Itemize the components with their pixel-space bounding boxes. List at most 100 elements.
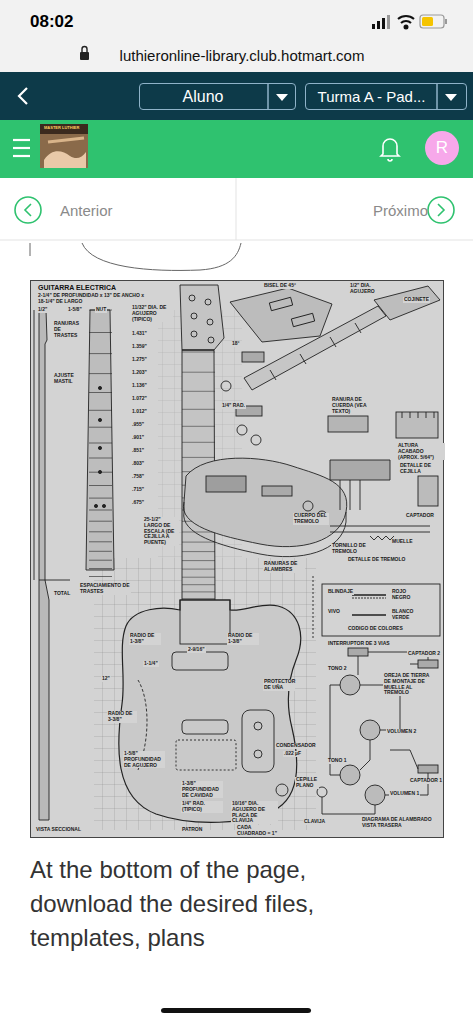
fretboard-exploded [244,286,440,390]
dimension-label: .803" [131,461,145,467]
ui-text: Turma A - Pad... [318,88,426,105]
dimension-label: 1.072" [131,396,148,402]
fret-line [182,532,215,533]
avatar: R [425,131,459,165]
fret-line [89,392,112,393]
fret-line [182,426,215,427]
ui-text: Aluno [183,88,224,106]
nut-detail [396,412,438,438]
fret-line [182,352,215,353]
dimension-label: 1.431" [131,331,148,337]
dimension-label: 1.012" [131,409,148,415]
dimension-label: CADA CUADRADO = 1" [236,825,278,837]
fret-line [182,457,215,458]
fret-line [182,569,215,570]
dimension-label: TORNILLO DE TREMOLO [331,543,369,555]
body-3d [183,458,346,556]
neck-section [34,310,70,820]
fret-line [182,591,215,592]
fret-line [89,568,112,569]
dimension-label: 18° [231,341,241,347]
fret-line [182,372,215,373]
dropdown-arrows [268,84,457,109]
dimension-label: CONDENSADOR [275,743,317,749]
dimension-label: 1/2" [37,307,48,313]
dimension-label: ALTURA ACABADO (APROX. 5/64") [397,443,445,460]
bell-icon [381,139,399,161]
dimension-label: DIAGRAMA DE ALAMBRADO VISTA TRASERA [361,817,443,829]
dimension-label: 25-1/2" LARGO DE ESCALA (DE CEJILLA A PU… [143,517,179,546]
fret-line [89,427,112,428]
dimension-label: CAPTADOR 2 [407,651,441,657]
dimension-label: 1/4" RAD. [221,403,246,409]
dimension-label: CODIGO DE COLORES [347,626,404,632]
dimension-label: MUELLE [391,539,414,545]
dimension-label: CLAVIJA [303,819,326,825]
dimension-label: RANURAS DE TRASTES [53,321,85,338]
fret-line [89,485,112,486]
dimension-label: .955" [131,422,145,428]
nav-buttons [15,197,454,223]
dimension-label: VOLUMEN 2 [386,729,417,735]
dimension-label: ROJO NEGRO [391,589,419,601]
dimension-label: RANURA DE CUERDA (VEA TEXTO) [331,397,377,414]
fret-line [89,576,112,577]
ui-text: R [436,138,448,158]
fret-line [182,584,215,585]
dimension-label: 1-5/8" [67,307,83,313]
dimension-label: 1/2" DIA. AGUJERO [349,283,381,295]
fret-line [182,577,215,578]
dimension-label: RADIO DE 3-3/8" [107,711,137,723]
dimension-label: CUERPO DEL TREMOLO [293,513,329,525]
dimension-label: .901" [131,435,145,441]
dimension-label: BLINDAJE [327,589,354,595]
dropdown: Turma A - Pad... [305,83,467,110]
blueprint-frame: GUITARRA ELECTRICA2-1/4" DE PROFUNDIDAD … [30,280,444,838]
signal-icon [372,15,390,29]
fret-line [89,531,112,532]
dropdown: Aluno [139,83,296,110]
page-caption: At the bottom of the page, download the … [30,853,360,955]
battery-icon [420,15,447,28]
wifi-icon [398,16,414,29]
course-thumbnail [40,124,88,168]
tremolo-detail [328,416,438,540]
fret-line [89,510,112,511]
dimension-label: DETALLE DE TREMOLO [347,557,406,563]
fret-line [182,442,215,443]
dimension-label: 11/32" DIA. DE AGUJERO (TIPICO) [131,305,173,322]
dimension-label: 1.203" [131,370,148,376]
lock-icon [80,47,89,61]
hamburger-icon [13,140,30,156]
dimension-label: 1.359" [131,344,148,350]
fretboard [86,310,114,591]
dimension-label: 1.275" [131,357,148,363]
dimension-label: ESPACIAMIENTO DE TRASTES [79,583,131,595]
fret-line [89,551,112,552]
fret-line [89,443,112,444]
fret-line [89,410,112,411]
back-chevron [19,88,27,104]
dimension-label: .022 µF [283,751,302,757]
nav-link: Anterior [60,199,150,221]
dimension-label: 1/4" RAD. (TIPICO) [181,801,223,813]
dimension-label: 1-5/8" PROFUNDIDAD DE AGUJERO [123,751,165,768]
fret-line [89,560,112,561]
dimension-label: COJINETE [403,297,430,303]
dimension-label: TONO 1 [327,758,348,764]
dimension-label: .715" [131,487,145,493]
dimension-label: CAPTADOR 1 [409,778,443,784]
dimension-label: .675" [131,500,145,506]
fret-line [182,542,215,543]
fret-line [89,373,112,374]
ui-text: Próximo [373,202,428,219]
dimension-label: 1-1/4" [143,661,159,667]
dimension-label: TONO 2 [327,666,348,672]
fret-line [182,598,215,599]
dimension-label: 2-1/4" DE PROFUNDIDAD x 13" DE ANCHO x 1… [37,293,149,305]
fret-line [89,332,112,333]
previous-figure-edge [82,243,241,270]
ui-text: 08:02 [30,12,73,32]
fret-line [182,409,215,410]
nav-link: Próximo [348,199,428,221]
